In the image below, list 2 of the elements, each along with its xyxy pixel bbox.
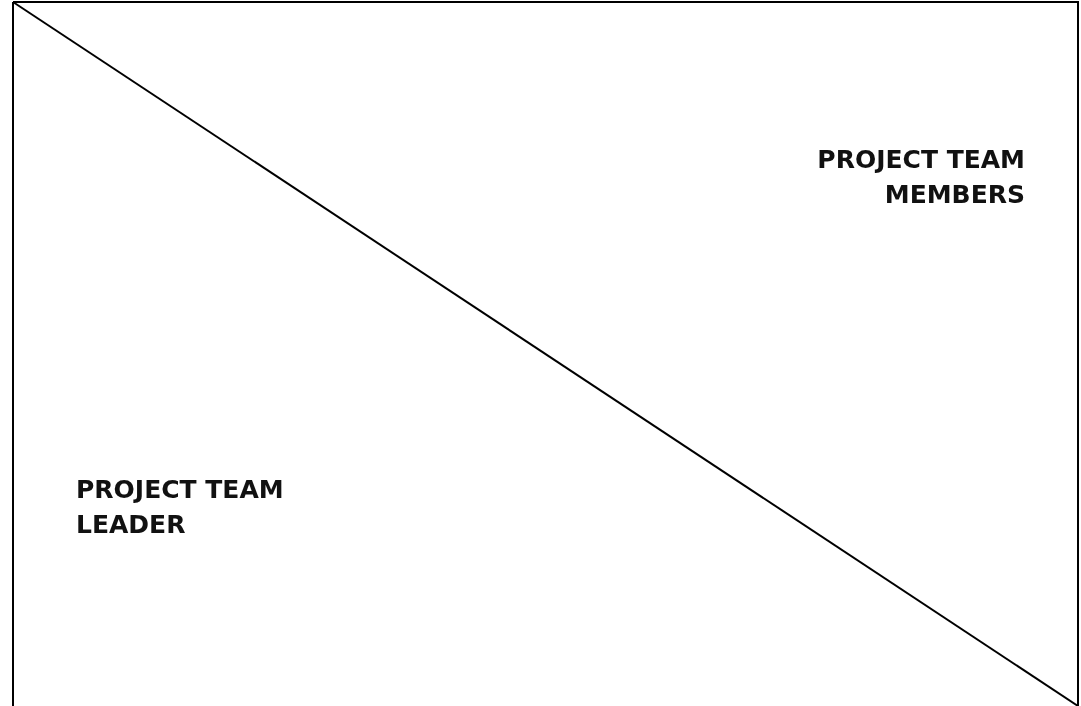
region-label: PROJECT TEAM MEMBERS: [816, 144, 1025, 211]
region-label: PROJECT TEAM LEADER: [76, 474, 285, 541]
